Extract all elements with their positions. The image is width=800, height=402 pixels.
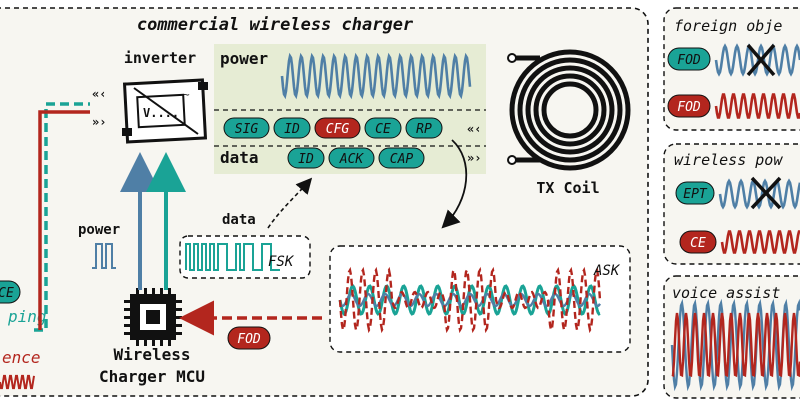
ask-box (329, 245, 631, 353)
tx-coil-label: TX Coil (536, 179, 599, 197)
main-title: commercial wireless charger (137, 15, 414, 35)
feedback-line-red (38, 110, 90, 330)
pill-fod-arrow-label: FOD (237, 332, 261, 347)
packet-pill-rp (405, 117, 443, 139)
left-word-ping: ping (7, 307, 47, 326)
pill-ept (675, 181, 715, 205)
panel1-wave-red (714, 93, 800, 119)
chevrons-left-1: «‹ (92, 87, 106, 101)
pill-ce-left-label: CE (0, 286, 14, 301)
packet-pill-ack (328, 147, 375, 169)
chevrons-right-2: »› (467, 151, 481, 165)
svg-text:~: ~ (183, 88, 190, 101)
fsk-label: FSK (268, 254, 295, 270)
pill-fod-teal-label: FOD (677, 53, 701, 68)
inverter-icon: V.... ~ (122, 78, 208, 144)
panel2-title: wireless pow (674, 151, 783, 169)
left-word-ence: ence (2, 348, 41, 367)
ask-label: ASK (593, 263, 621, 279)
packet-pill-cap (378, 147, 425, 169)
cross-mark-2 (750, 176, 782, 210)
panel2-wave-blue (718, 178, 800, 210)
pill-fod-arrow (227, 326, 271, 350)
packet-pill-label: RP (416, 122, 432, 137)
ask-wave-red (338, 266, 602, 334)
panel3-wave-blue (670, 298, 800, 392)
data-panel-label: data (220, 148, 259, 167)
pill-fod-teal (667, 47, 711, 71)
power-pulse-icon (92, 243, 116, 269)
chevrons-right-1: »› (92, 115, 106, 129)
fsk-wave (185, 243, 280, 271)
pill-fod-red-label: FOD (677, 100, 701, 115)
left-wave-red (0, 374, 35, 390)
pill-fod-red (667, 94, 711, 118)
pill-ce-left (0, 280, 21, 304)
inverter-label: inverter (124, 49, 196, 67)
power-panel-label: power (220, 49, 268, 68)
packet-pill-label: ACK (339, 152, 365, 167)
power-wave (280, 52, 472, 100)
packet-pill-sig (223, 117, 270, 139)
arrow-rp-to-ask (441, 139, 468, 229)
packet-pill-label: CAP (390, 152, 414, 167)
tx-coil-icon (507, 49, 631, 171)
packet-row-2: ID ACK CAP (287, 147, 425, 169)
panel1-title: foreign obje (674, 17, 782, 35)
left-data-label: data (222, 212, 256, 228)
mcu-label-line2: Charger MCU (99, 367, 205, 386)
panel1-wave-blue (714, 43, 800, 77)
mcu-chip-icon (124, 288, 182, 346)
packet-pill-id (287, 147, 325, 169)
mcu-label-line1: Wireless (113, 345, 190, 364)
inverter-screen-text: V.... (143, 106, 179, 120)
panel3-title: voice assist (672, 284, 780, 302)
packet-pill-cfg (314, 117, 361, 139)
panel2-wave-red (720, 230, 800, 254)
packet-row-1: SIG ID CFG CE RP (223, 117, 443, 139)
packet-pill-label: CE (375, 122, 391, 137)
packet-pill-label: CFG (326, 122, 350, 137)
cross-mark-1 (746, 43, 776, 77)
chevrons-left-2: «‹ (467, 122, 481, 136)
arrow-fsk-to-data (267, 177, 313, 229)
packet-pill-label: ID (298, 152, 314, 167)
packet-pill-label: SIG (235, 122, 259, 137)
pill-ept-label: EPT (683, 187, 708, 202)
left-power-label: power (78, 222, 120, 238)
panel3-wave-red (671, 312, 800, 378)
pill-ce-red (679, 230, 717, 254)
packet-pill-id (273, 117, 311, 139)
pill-ce-red-label: CE (690, 236, 706, 251)
ask-wave-blue (339, 292, 601, 308)
packet-pill-label: ID (284, 122, 300, 137)
packet-pill-ce (364, 117, 402, 139)
